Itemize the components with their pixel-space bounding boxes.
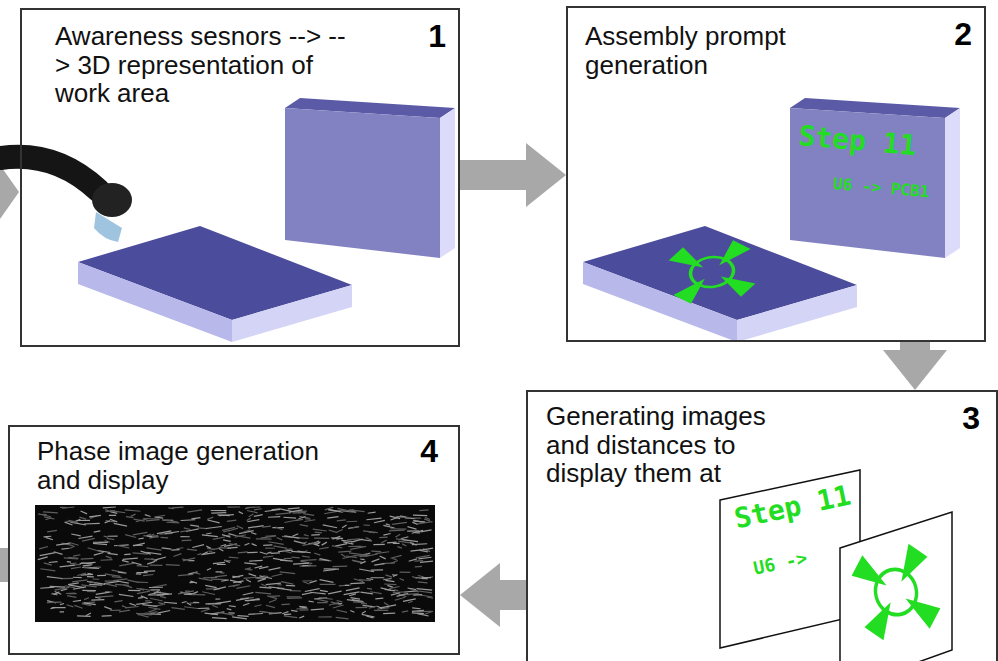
work-area-2 [583,98,960,342]
phase-texture [38,507,433,619]
incoming-arrow [0,165,19,219]
phase-image [35,505,435,622]
step-number: 4 [420,435,438,467]
work-area-1 [78,98,455,342]
flow-arrow [500,580,526,610]
step-number: 2 [954,18,972,50]
image-planes [720,470,952,661]
panel-title: Phase image generation and display [37,437,357,494]
process-panel: Phase image generation and display 4 [8,425,460,655]
panel-title: Awareness sesnors --> --> 3D representat… [55,22,355,108]
flow-arrow [900,342,930,350]
process-panel: Awareness sesnors --> --> 3D representat… [20,8,460,347]
step-number: 3 [962,402,980,434]
panel-title: Assembly prompt generation [585,22,805,79]
outgoing-arrow [0,548,8,582]
process-panel: Assembly prompt generation 2 [566,6,986,342]
flow-arrow [460,160,526,190]
panel-title: Generating images and distances to displ… [546,402,776,488]
step-number: 1 [428,20,446,52]
